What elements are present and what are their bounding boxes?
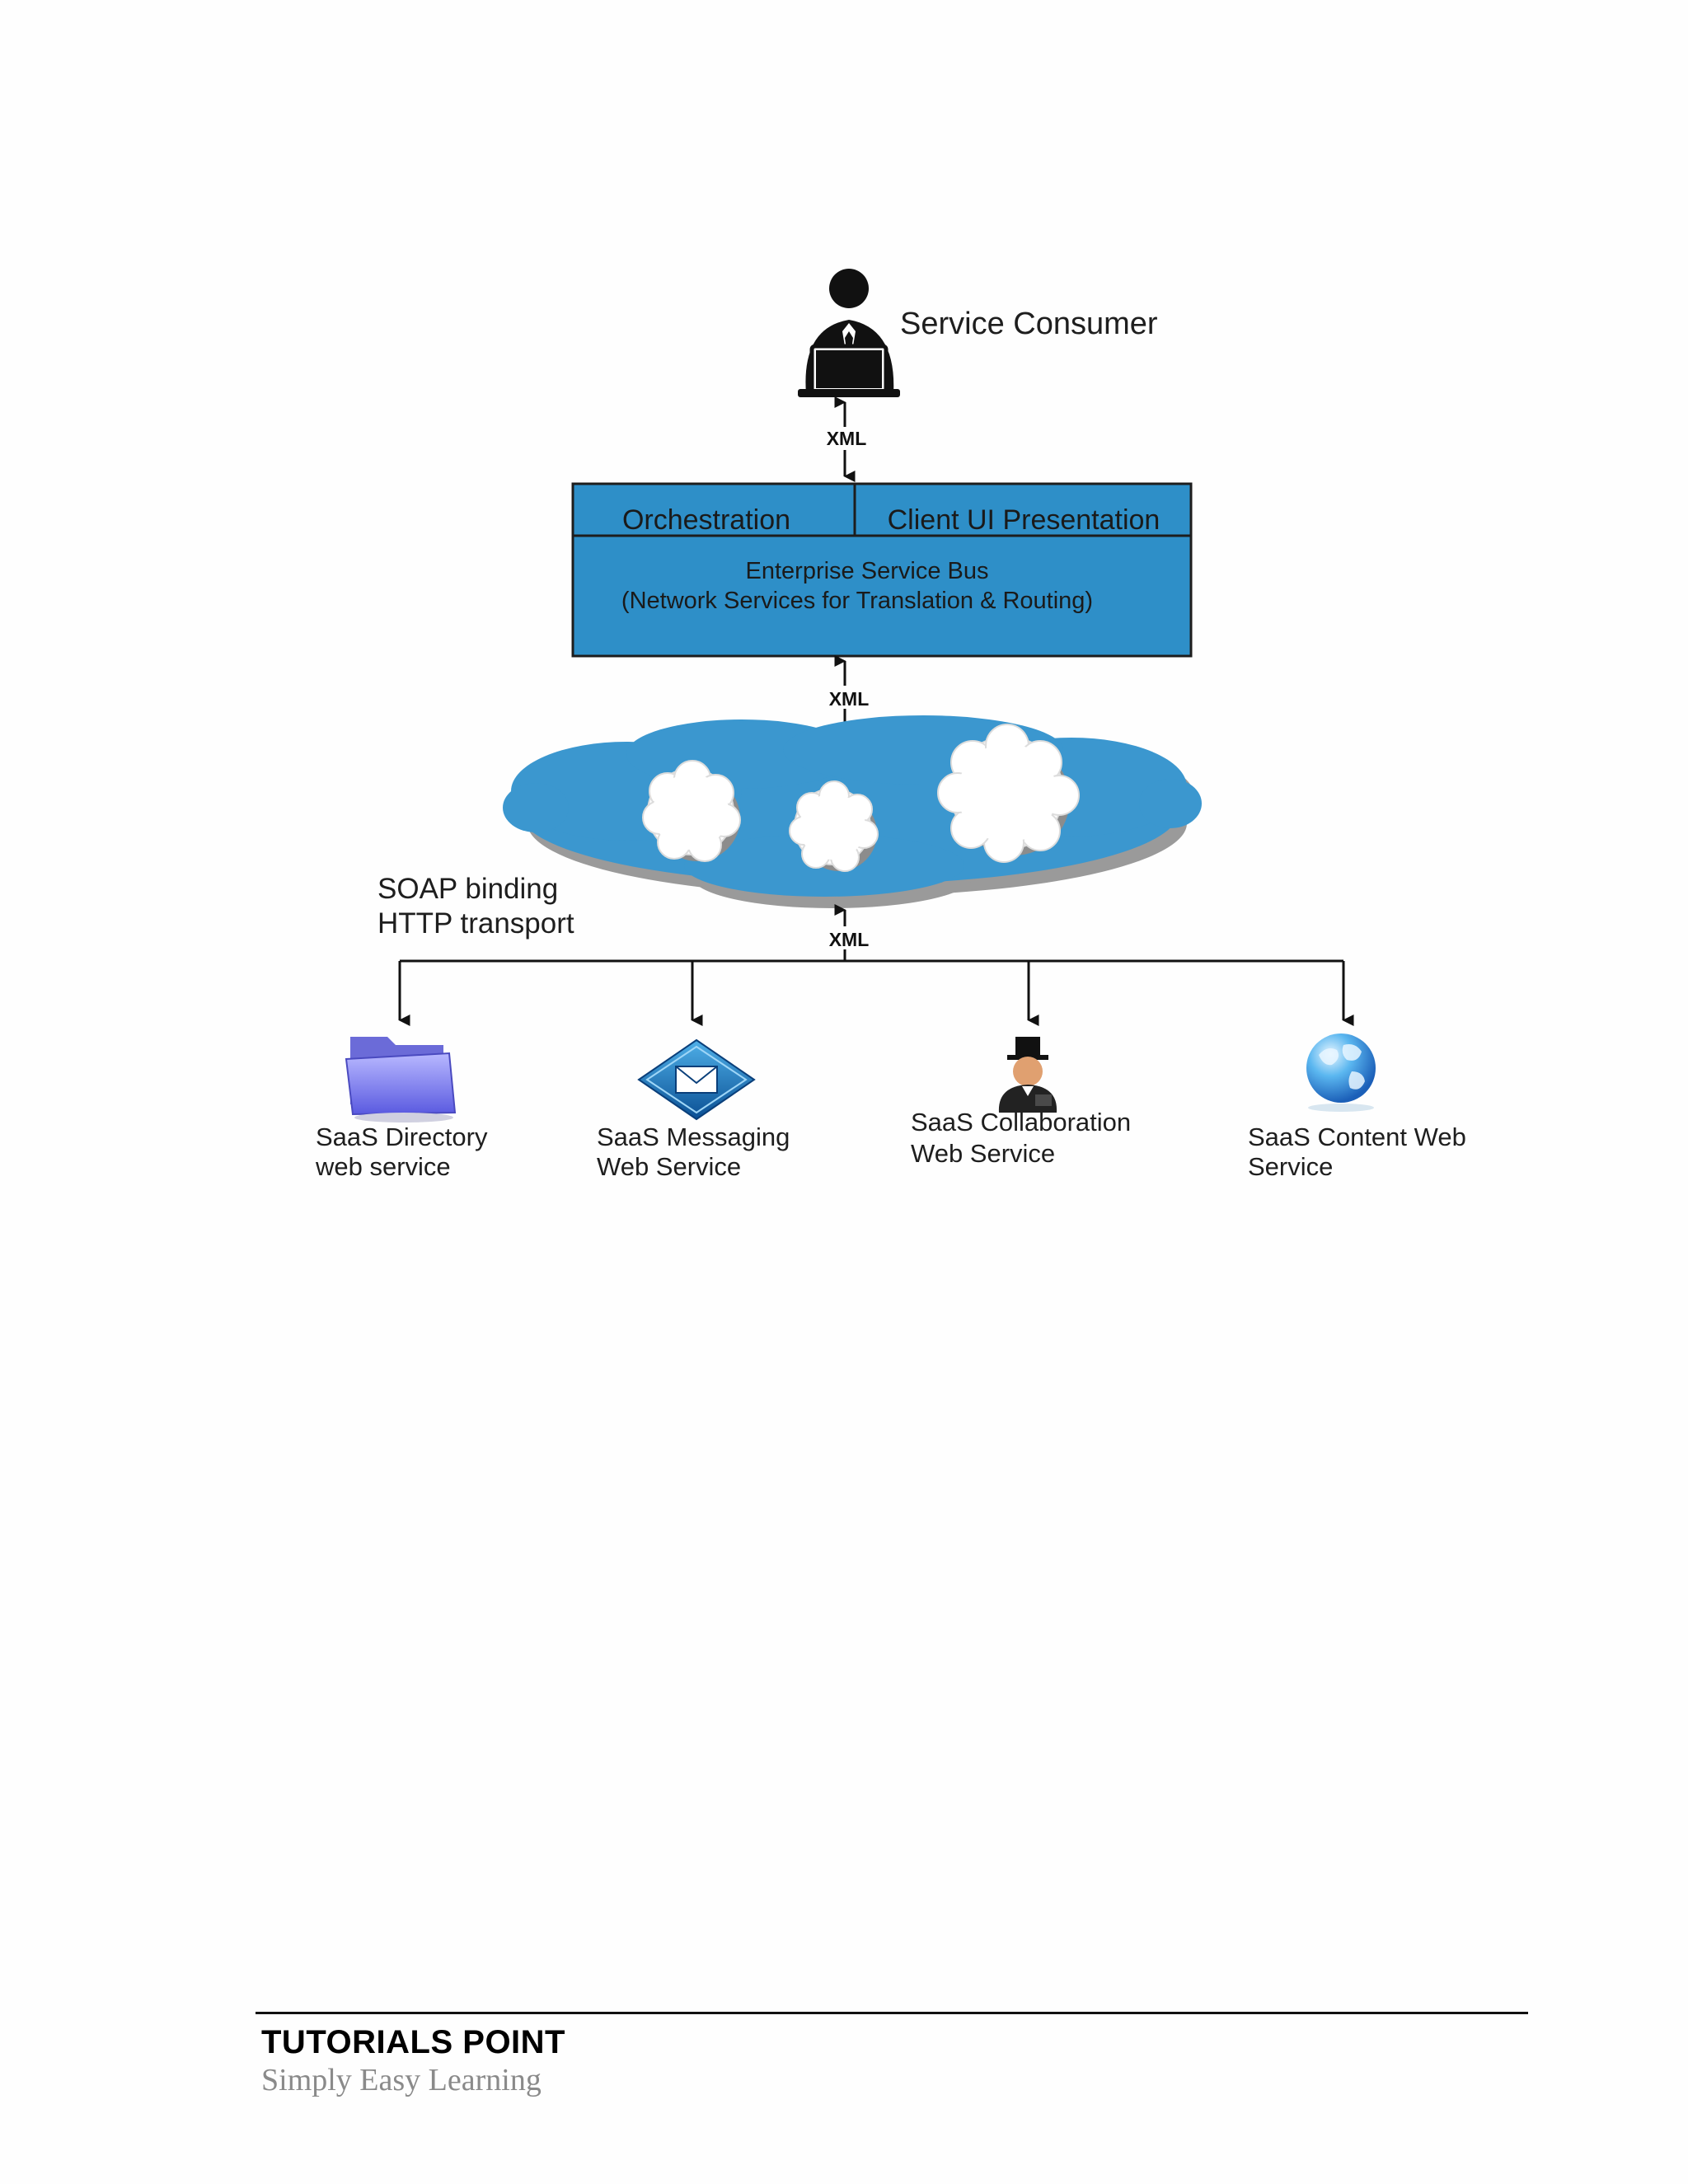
footer-divider [256,2012,1528,2014]
collaborator-icon [998,1037,1057,1113]
envelope-icon [637,1038,756,1121]
service-messaging-label-2: Web Service [597,1152,741,1181]
xml-label-bottom: XML [829,929,870,950]
service-directory-label-2: web service [315,1152,451,1181]
service-messaging-label-1: SaaS Messaging [597,1122,790,1151]
orchestration-cell: Orchestration [622,504,790,536]
bus-title: Enterprise Service Bus [746,558,989,584]
enterprise-service-bus-box [571,482,1193,658]
service-content-label-2: Service [1248,1152,1333,1181]
globe-icon [1306,1033,1376,1112]
footer-tagline: Simply Easy Learning [261,2063,542,2097]
service-collaboration-label-2: Web Service [911,1139,1055,1168]
client-ui-presentation-cell: Client UI Presentation [888,504,1160,536]
http-transport-label: HTTP transport [377,907,574,940]
folder-icon [345,1037,457,1122]
service-directory-label-1: SaaS Directory [316,1122,488,1151]
network-cloud-icon [503,715,1202,908]
bus-subtitle: (Network Services for Translation & Rout… [621,588,1093,614]
service-distribution-lines [398,959,1354,1026]
consumer-label: Service Consumer [900,307,1158,341]
service-content-label-1: SaaS Content Web [1248,1122,1466,1151]
soap-binding-label: SOAP binding [377,873,558,905]
service-collaboration-label-1: SaaS Collaboration [911,1108,1131,1137]
xml-label-middle: XML [829,688,870,710]
footer-brand: TUTORIALS POINT [261,2024,565,2060]
service-consumer-icon [798,269,900,397]
xml-label-top: XML [827,428,867,449]
